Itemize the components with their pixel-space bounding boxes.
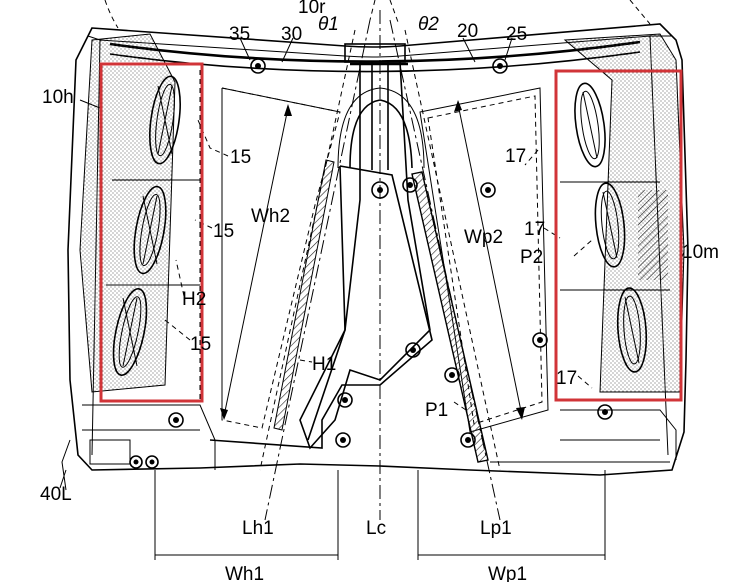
label-10h: 10h: [42, 87, 74, 108]
label-wh2: Wh2: [251, 206, 290, 227]
screw-icon: [480, 182, 496, 198]
label-wp2: Wp2: [464, 227, 503, 248]
screw-icon: [402, 177, 418, 193]
heat-pipe-left: [273, 159, 335, 431]
label-25: 25: [506, 24, 527, 45]
label-p2: P2: [520, 247, 543, 268]
left-heatsink-outline: [221, 87, 341, 429]
fan-icon: [616, 287, 648, 373]
label-wp1: Wp1: [488, 564, 527, 582]
label-theta2: θ2: [418, 14, 439, 35]
label-lh1: Lh1: [242, 518, 274, 539]
screw-icon: [532, 332, 548, 348]
screw-group: [129, 58, 613, 469]
dimension-wh1: [154, 470, 339, 560]
label-17-bottom: 17: [556, 368, 577, 389]
left-fan-group: [106, 70, 201, 400]
fan-icon: [133, 185, 167, 275]
screw-icon: [168, 412, 184, 428]
right-highlight-box: [554, 69, 683, 402]
screw-icon: [405, 342, 421, 358]
screw-icon: [444, 367, 460, 383]
dimension-wp1: [417, 470, 606, 560]
label-10r: 10r: [298, 0, 326, 18]
screw-icon: [129, 455, 143, 469]
label-20: 20: [457, 21, 478, 42]
screw-icon: [335, 432, 351, 448]
fan-icon: [594, 182, 626, 268]
screw-icon: [597, 404, 613, 420]
left-highlight-box: [99, 62, 204, 403]
screw-icon: [145, 455, 159, 469]
label-17-top: 17: [505, 146, 526, 167]
label-15-bottom: 15: [190, 334, 211, 355]
label-40l: 40L: [40, 484, 72, 505]
label-15-top: 15: [230, 147, 251, 168]
label-30: 30: [281, 24, 302, 45]
label-15-mid: 15: [213, 221, 234, 242]
dimension-wh2: [220, 104, 292, 420]
central-duct: [209, 43, 433, 450]
label-35: 35: [229, 24, 250, 45]
heat-pipe-right: [411, 171, 489, 463]
screw-icon: [337, 392, 353, 408]
label-10m: 10m: [682, 242, 719, 263]
label-wh1: Wh1: [225, 564, 264, 582]
label-lp1: Lp1: [480, 518, 512, 539]
label-h2: H2: [182, 289, 206, 310]
right-fan-group: [560, 82, 670, 373]
screw-icon: [492, 58, 508, 74]
fan-icon: [112, 288, 148, 376]
label-theta1: θ1: [318, 14, 339, 35]
label-lc: Lc: [366, 518, 386, 539]
screw-icon: [250, 58, 266, 74]
fan-icon: [574, 82, 606, 168]
center-lines: [259, 10, 501, 521]
label-p1: P1: [425, 400, 448, 421]
left-side-panel: [79, 33, 176, 393]
label-h1: H1: [312, 354, 336, 375]
fan-icon: [149, 75, 181, 165]
label-17-mid: 17: [524, 219, 545, 240]
screw-icon: [460, 432, 476, 448]
bottom-chassis: [61, 404, 677, 491]
dimension-wp2: [454, 100, 525, 420]
